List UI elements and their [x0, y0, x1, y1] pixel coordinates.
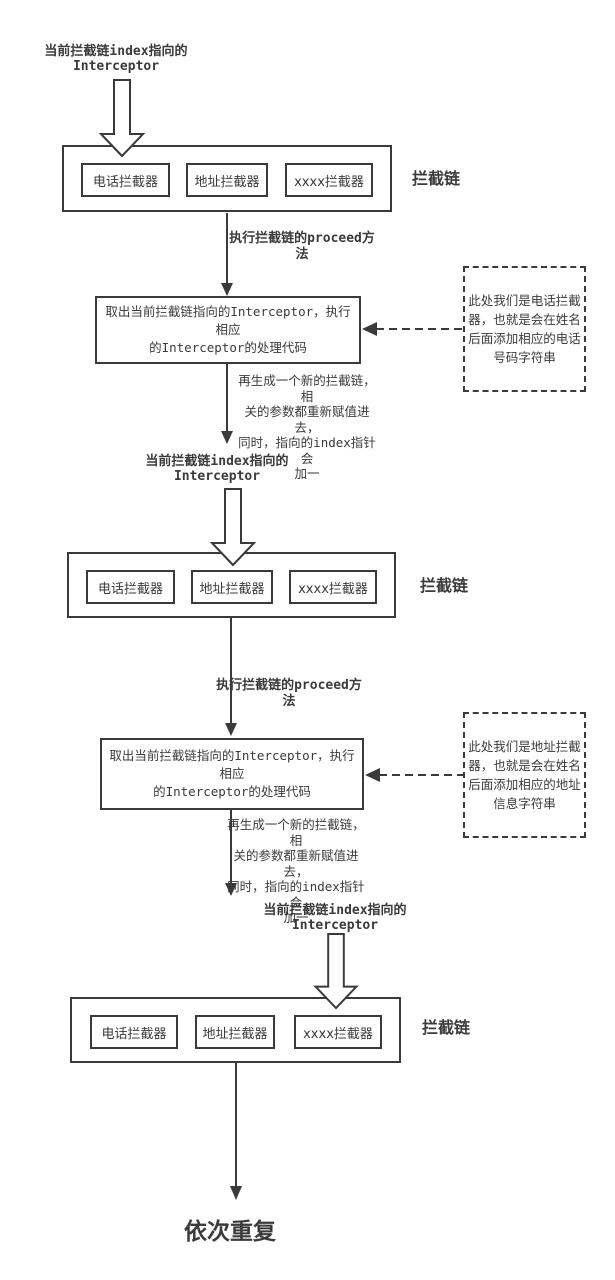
flow-arrow-process1-down [221, 364, 233, 444]
pointer-label-1: 当前拦截链index指向的 Interceptor [44, 44, 188, 74]
interceptor-xxxx: xxxx拦截器 [289, 570, 377, 604]
note-box-address: 此处我们是地址拦截 器，也就是会在姓名 后面添加相应的地址 信息字符串 [463, 712, 586, 838]
flow-arrow-chain3-down [230, 1063, 242, 1200]
interceptor-phone: 电话拦截器 [86, 570, 175, 604]
dashed-arrow-note2 [365, 768, 463, 782]
proceed-label-1: 执行拦截链的proceed方 法 [229, 231, 375, 262]
dashed-arrow-note1 [362, 322, 463, 336]
interceptor-phone: 电话拦截器 [90, 1015, 178, 1049]
interceptor-xxxx: xxxx拦截器 [294, 1015, 382, 1049]
flow-arrow-chain2-to-process2 [225, 618, 237, 736]
chain-box-1: 电话拦截器 地址拦截器 xxxx拦截器 [62, 145, 392, 212]
interceptor-xxxx: xxxx拦截器 [285, 163, 373, 197]
hollow-down-arrow-icon-3 [313, 933, 359, 1010]
chain-label-2: 拦截链 [420, 576, 469, 595]
chain-label-1: 拦截链 [412, 169, 461, 188]
interceptor-phone: 电话拦截器 [81, 163, 170, 197]
proceed-label-2: 执行拦截链的proceed方 法 [216, 678, 362, 709]
pointer-label-2: 当前拦截链index指向的 Interceptor [145, 454, 289, 484]
regen-text-2: 再生成一个新的拦截链，相 关的参数都重新赋值进去， 同时，指向的index指针会… [227, 817, 365, 925]
regen-text-1: 再生成一个新的拦截链，相 关的参数都重新赋值进去， 同时，指向的index指针会… [238, 373, 376, 481]
repeat-label: 依次重复 [184, 1219, 276, 1245]
note-box-phone: 此处我们是电话拦截 器，也就是会在姓名 后面添加相应的电话 号码字符串 [463, 266, 586, 392]
hollow-down-arrow-icon-1 [99, 79, 145, 158]
hollow-down-arrow-icon-2 [210, 488, 256, 567]
chain-box-3: 电话拦截器 地址拦截器 xxxx拦截器 [70, 997, 401, 1063]
chain-label-3: 拦截链 [422, 1018, 471, 1037]
interceptor-address: 地址拦截器 [195, 1015, 275, 1049]
interceptor-address: 地址拦截器 [191, 570, 273, 604]
process-box-1: 取出当前拦截链指向的Interceptor，执行相应 的Interceptor的… [95, 296, 361, 364]
interceptor-address: 地址拦截器 [186, 163, 268, 197]
pointer-label-3: 当前拦截链index指向的 Interceptor [263, 903, 407, 933]
process-box-2: 取出当前拦截链指向的Interceptor，执行相应 的Interceptor的… [100, 738, 364, 810]
